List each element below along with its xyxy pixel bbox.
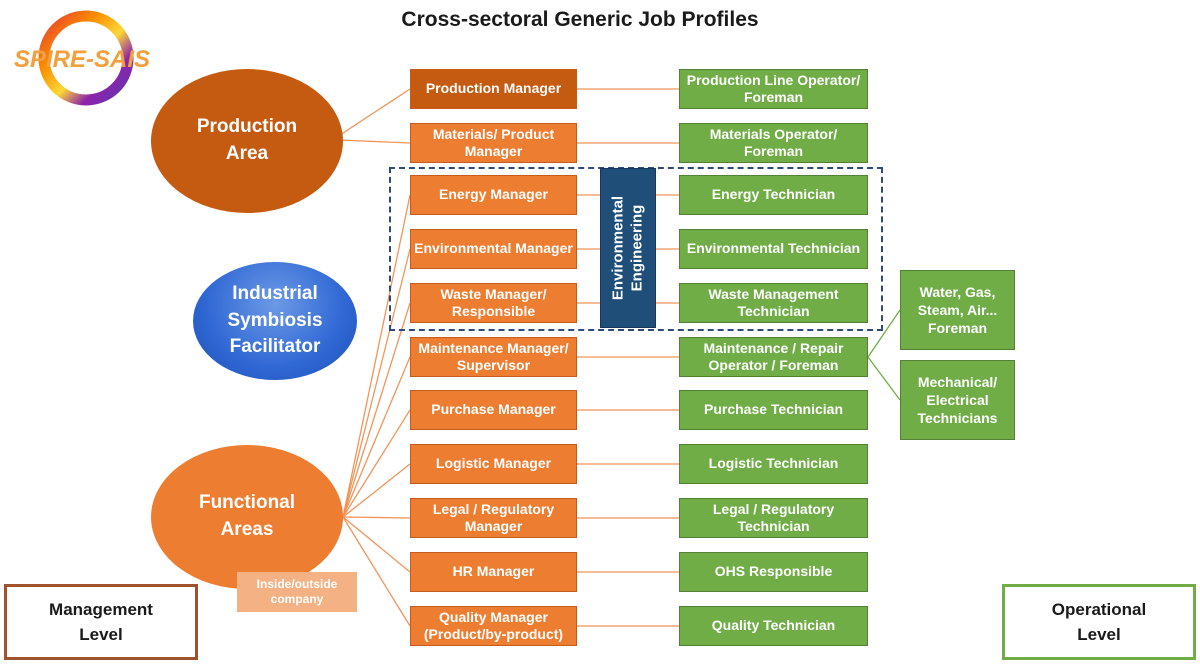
link-functional-area: [342, 194, 411, 518]
operational-level-label: Operational Level: [1051, 599, 1147, 645]
manager-box: Waste Manager/ Responsible: [410, 283, 577, 323]
environmental-engineering-label: Environmental Engineering: [609, 195, 645, 301]
operator-box: Quality Technician: [679, 606, 868, 646]
link-functional-area: [342, 248, 411, 518]
environmental-engineering-box: Environmental Engineering: [600, 168, 656, 328]
logo-ring-icon: [38, 10, 134, 106]
manager-box: Energy Manager: [410, 175, 577, 215]
link-functional-area: [342, 463, 411, 518]
link-functional-area: [342, 356, 411, 518]
link-functional-area: [342, 409, 411, 518]
operator-box: Legal / Regulatory Technician: [679, 498, 868, 538]
link-functional-area: [342, 516, 411, 519]
operator-box: Production Line Operator/ Foreman: [679, 69, 868, 109]
operator-box: OHS Responsible: [679, 552, 868, 592]
management-level-box: Management Level: [4, 584, 198, 660]
manager-box: Legal / Regulatory Manager: [410, 498, 577, 538]
manager-box: Materials/ Product Manager: [410, 123, 577, 163]
spire-sais-logo: SPIRE-SAIS: [8, 4, 168, 112]
manager-box: HR Manager: [410, 552, 577, 592]
operator-box: Energy Technician: [679, 175, 868, 215]
production-area-label: Production Area: [196, 116, 298, 164]
maintenance-sub-box: Mechanical/ Electrical Technicians: [900, 360, 1015, 440]
industrial-symbiosis-oval: Industrial Symbiosis Facilitator: [193, 262, 357, 380]
operator-box: Environmental Technician: [679, 229, 868, 269]
operator-box: Materials Operator/ Foreman: [679, 123, 868, 163]
link-functional-area: [342, 516, 411, 627]
functional-areas-label: Functional Areas: [198, 492, 296, 540]
link-functional-area: [342, 302, 411, 518]
inside-outside-label: Inside/outside company: [237, 572, 357, 612]
industrial-symbiosis-label: Industrial Symbiosis Facilitator: [227, 283, 323, 358]
operator-box: Logistic Technician: [679, 444, 868, 484]
maintenance-sub-box: Water, Gas, Steam, Air... Foreman: [900, 270, 1015, 350]
manager-box: Purchase Manager: [410, 390, 577, 430]
operator-box: Waste Management Technician: [679, 283, 868, 323]
manager-box: Quality Manager (Product/by-product): [410, 606, 577, 646]
operator-box: Purchase Technician: [679, 390, 868, 430]
link-functional-area: [342, 516, 411, 573]
link-production-area: [339, 88, 411, 136]
link-production-area: [339, 139, 411, 144]
functional-areas-oval: Functional Areas: [151, 445, 343, 589]
management-level-label: Management Level: [49, 599, 153, 645]
operator-box: Maintenance / Repair Operator / Foreman: [679, 337, 868, 377]
link-maintenance-sub: [867, 356, 901, 401]
manager-box: Production Manager: [410, 69, 577, 109]
link-maintenance-sub: [867, 309, 901, 358]
manager-box: Logistic Manager: [410, 444, 577, 484]
manager-box: Maintenance Manager/ Supervisor: [410, 337, 577, 377]
logo-text: SPIRE-SAIS: [14, 46, 151, 73]
operational-level-box: Operational Level: [1002, 584, 1196, 660]
manager-box: Environmental Manager: [410, 229, 577, 269]
page-title: Cross-sectoral Generic Job Profiles: [401, 8, 759, 31]
production-area-oval: Production Area: [151, 69, 343, 213]
